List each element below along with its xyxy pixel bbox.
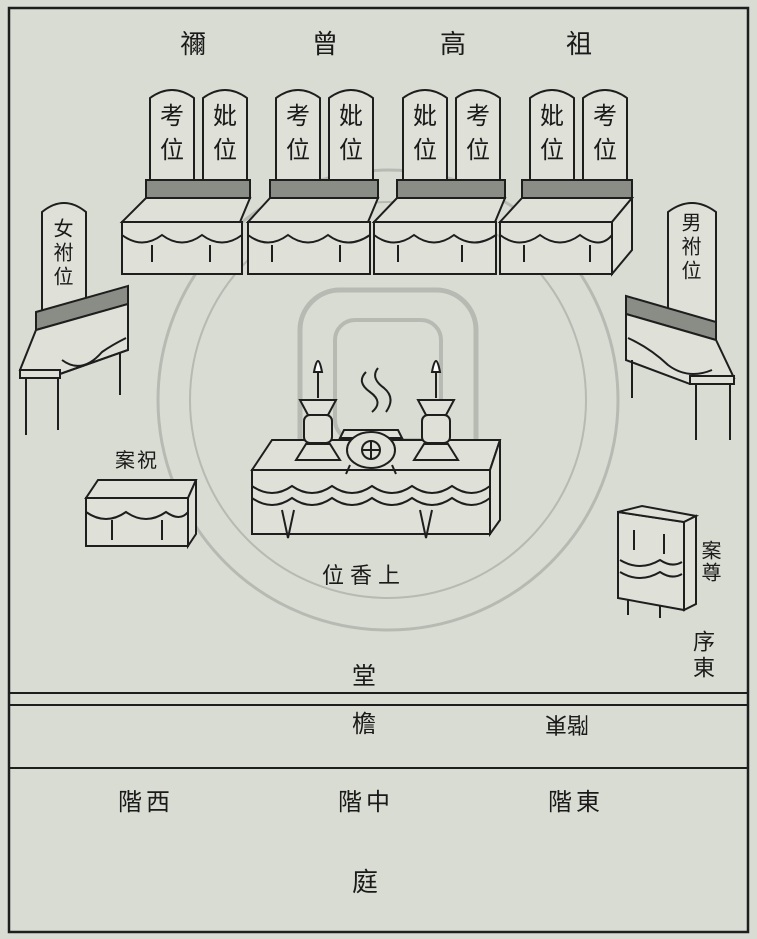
wine-table: [617, 504, 700, 618]
tablet-1-bottom: 位: [160, 136, 184, 164]
prayer-table: [84, 479, 198, 550]
tablet-4: 妣位: [334, 104, 368, 162]
middle-steps-label: 階中: [338, 788, 394, 816]
tablet-3: 考位: [281, 104, 315, 162]
wine-table-label: 案尊: [698, 540, 722, 584]
title-ancestor: 祖: [566, 30, 593, 60]
female-tablet-group: [18, 202, 129, 435]
incense-table-label: 位香上: [322, 564, 407, 589]
page-frame: [7, 6, 750, 934]
eave-label: 檐: [352, 710, 376, 738]
tablet-2: 妣位: [208, 104, 242, 162]
tablet-2-bottom: 位: [213, 136, 237, 164]
tablet-6-top: 考: [466, 102, 490, 130]
male-tablet-group: [625, 202, 736, 440]
male-tablet-label: 男祔位: [678, 212, 702, 284]
tablet-3-top: 考: [286, 102, 310, 130]
tablet-7-bottom: 位: [540, 136, 564, 164]
tablet-5: 妣位: [408, 104, 442, 162]
ancestor-tablets: [149, 89, 628, 183]
offering-tables: [119, 179, 635, 277]
east-eave-label: 階東: [545, 711, 590, 736]
tablet-6-bottom: 位: [466, 136, 490, 164]
tablet-3-bottom: 位: [286, 136, 310, 164]
incense-table: [250, 360, 502, 539]
courtyard-label: 庭: [352, 868, 379, 898]
tablet-2-top: 妣: [213, 102, 237, 130]
tablet-8-top: 考: [593, 102, 617, 130]
hall-label: 堂: [352, 662, 376, 690]
tablet-8: 考位: [588, 104, 622, 162]
tablet-4-top: 妣: [339, 102, 363, 130]
tablet-8-bottom: 位: [593, 136, 617, 164]
tablet-1: 考位: [155, 104, 189, 162]
tablet-4-bottom: 位: [339, 136, 363, 164]
tablet-6: 考位: [461, 104, 495, 162]
tablet-5-top: 妣: [413, 102, 437, 130]
east-steps-label: 階東: [548, 788, 604, 816]
title-great-grand: 曾: [312, 30, 339, 60]
tablet-1-top: 考: [160, 102, 184, 130]
title-father: 禰: [180, 30, 207, 60]
female-tablet-label: 女祔位: [50, 218, 74, 290]
title-high: 高: [440, 30, 467, 60]
east-wing-label: 序東: [689, 630, 714, 682]
tablet-7: 妣位: [535, 104, 569, 162]
tablet-5-bottom: 位: [413, 136, 437, 164]
prayer-table-label: 案祝: [115, 448, 159, 472]
west-steps-label: 階西: [118, 788, 174, 816]
tablet-7-top: 妣: [540, 102, 564, 130]
